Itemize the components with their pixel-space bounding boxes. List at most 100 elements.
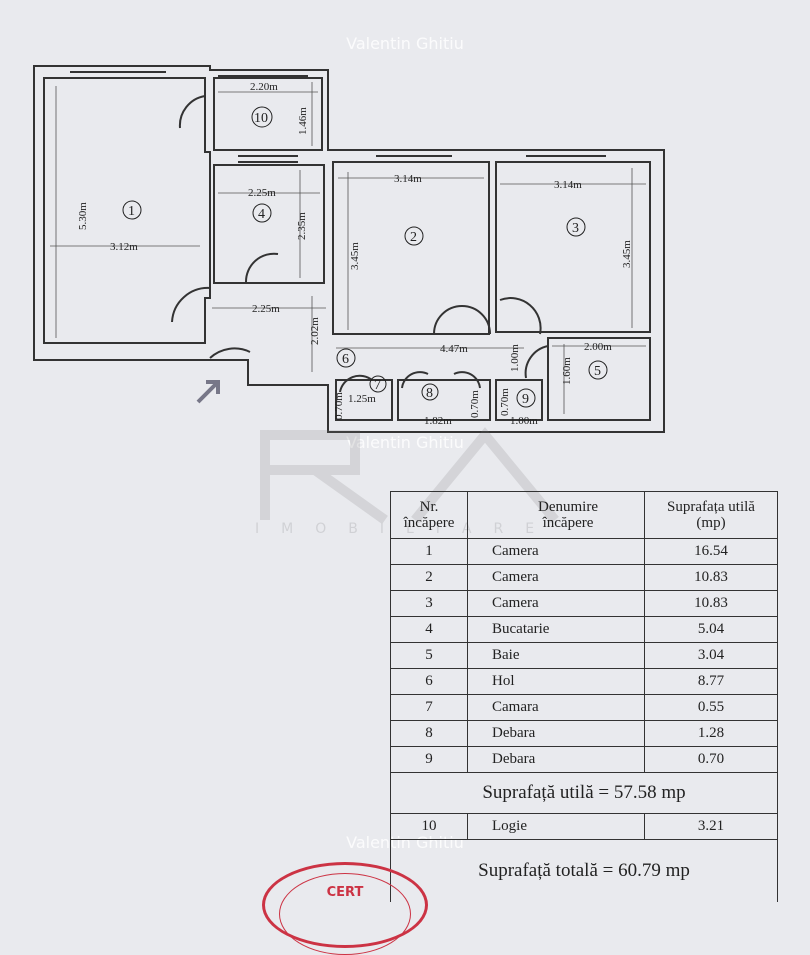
room-label-1: 1 bbox=[128, 204, 135, 219]
door-arc-entry bbox=[209, 347, 251, 359]
row-nr: 6 bbox=[390, 668, 468, 695]
door-arc-8 bbox=[401, 371, 429, 389]
row-area: 16.54 bbox=[644, 538, 778, 565]
row-area: 8.77 bbox=[644, 668, 778, 695]
dim-1-width: 3.12m bbox=[110, 241, 138, 253]
stamp-text: CERT bbox=[326, 885, 364, 900]
row-area: 0.55 bbox=[644, 694, 778, 721]
room-label-3: 3 bbox=[572, 221, 579, 236]
room-label-6: 6 bbox=[342, 352, 349, 367]
header-area: Suprafața utilă (mp) bbox=[644, 491, 778, 539]
dim-3-height: 3.45m bbox=[621, 240, 633, 268]
row-nr: 4 bbox=[390, 616, 468, 643]
row-name: Debara bbox=[467, 720, 645, 747]
dim-5-height: 1.60m bbox=[561, 357, 573, 385]
room-label-2: 2 bbox=[410, 230, 417, 245]
room-5-outline bbox=[547, 337, 651, 421]
row-name: Baie bbox=[467, 642, 645, 669]
room-label-5: 5 bbox=[594, 364, 601, 379]
dim-5-width: 2.00m bbox=[584, 341, 612, 353]
door-arc-3 bbox=[499, 297, 542, 335]
dim-1-height: 5.30m bbox=[77, 202, 89, 230]
floor-plan: 5.30m 3.12m 2.20m 1.46m 2.25m 2.35m 3.14… bbox=[33, 65, 665, 433]
room-3-outline bbox=[495, 161, 651, 333]
door-arc-10 bbox=[178, 95, 206, 129]
dim-9-door: 1.00m bbox=[509, 344, 521, 372]
dim-4-width: 2.25m bbox=[248, 187, 276, 199]
row-name: Camera bbox=[467, 590, 645, 617]
room-8-outline bbox=[397, 379, 491, 421]
window-top-1 bbox=[70, 65, 166, 73]
table-header-row: Nr. încăpere Denumire încăpere Suprafața… bbox=[390, 491, 778, 539]
row-name: Camara bbox=[467, 694, 645, 721]
door-arc-8b bbox=[453, 371, 481, 389]
row-nr: 7 bbox=[390, 694, 468, 721]
row-name: Camera bbox=[467, 538, 645, 565]
room-label-7: 7 bbox=[374, 378, 381, 393]
grand-total: Suprafață totală = 60.79 mp bbox=[390, 839, 778, 902]
header-nr-line1: Nr. bbox=[419, 499, 439, 515]
header-area-line1: Suprafața utilă bbox=[667, 499, 755, 515]
dim-6-length: 4.47m bbox=[440, 343, 468, 355]
row-area: 1.28 bbox=[644, 720, 778, 747]
row-nr: 9 bbox=[390, 746, 468, 773]
row-nr: 5 bbox=[390, 642, 468, 669]
room-9-outline bbox=[495, 379, 543, 421]
dim-10-height: 1.46m bbox=[297, 107, 309, 135]
row-name: Debara bbox=[467, 746, 645, 773]
room-label-9: 9 bbox=[522, 392, 529, 407]
dim-10-width: 2.20m bbox=[250, 81, 278, 93]
entry-arrow-icon bbox=[196, 380, 220, 404]
door-arc-4 bbox=[244, 252, 279, 283]
dim-3-width: 3.14m bbox=[554, 179, 582, 191]
header-name: Denumire încăpere bbox=[467, 491, 645, 539]
certification-stamp: CERT bbox=[262, 862, 428, 955]
header-nr-line2: încăpere bbox=[403, 515, 455, 531]
dim-9-height: 0.70m bbox=[499, 388, 511, 416]
room-label-10: 10 bbox=[254, 111, 268, 126]
room-7-outline bbox=[335, 379, 393, 421]
window-top-10 bbox=[218, 69, 308, 77]
row-name: Logie bbox=[467, 813, 645, 840]
row-area: 3.04 bbox=[644, 642, 778, 669]
useful-total-row: Suprafață utilă = 57.58 mp bbox=[390, 772, 778, 814]
wall-outline bbox=[33, 65, 665, 433]
dim-6-width: 2.25m bbox=[252, 303, 280, 315]
row-area: 0.70 bbox=[644, 746, 778, 773]
window-3 bbox=[526, 149, 606, 157]
row-area: 3.21 bbox=[644, 813, 778, 840]
room-label-4: 4 bbox=[258, 207, 265, 222]
wall-inner bbox=[43, 77, 211, 344]
door-arc-7 bbox=[339, 374, 373, 393]
header-name-line2: încăpere bbox=[542, 515, 594, 531]
window-2 bbox=[376, 149, 452, 157]
row-area: 5.04 bbox=[644, 616, 778, 643]
dim-7-width: 1.25m bbox=[348, 393, 376, 405]
row-area: 10.83 bbox=[644, 590, 778, 617]
row-name: Bucatarie bbox=[467, 616, 645, 643]
dim-9-width: 1.00m bbox=[510, 415, 538, 427]
row-nr: 3 bbox=[390, 590, 468, 617]
door-arc-hall bbox=[171, 286, 211, 323]
grand-total-row: Suprafață totală = 60.79 mp bbox=[390, 839, 778, 902]
row-nr: 2 bbox=[390, 564, 468, 591]
dim-2-width: 3.14m bbox=[394, 173, 422, 185]
room-label-8: 8 bbox=[426, 386, 433, 401]
dim-2-height: 3.45m bbox=[349, 242, 361, 270]
header-nr: Nr. încăpere bbox=[390, 491, 468, 539]
area-table: Nr. încăpere Denumire încăpere Suprafața… bbox=[390, 491, 778, 902]
dim-6-height: 2.02m bbox=[309, 317, 321, 345]
row-nr: 8 bbox=[390, 720, 468, 747]
useful-total: Suprafață utilă = 57.58 mp bbox=[390, 772, 778, 814]
header-area-line2: (mp) bbox=[696, 515, 726, 531]
dim-4-height: 2.35m bbox=[296, 212, 308, 240]
